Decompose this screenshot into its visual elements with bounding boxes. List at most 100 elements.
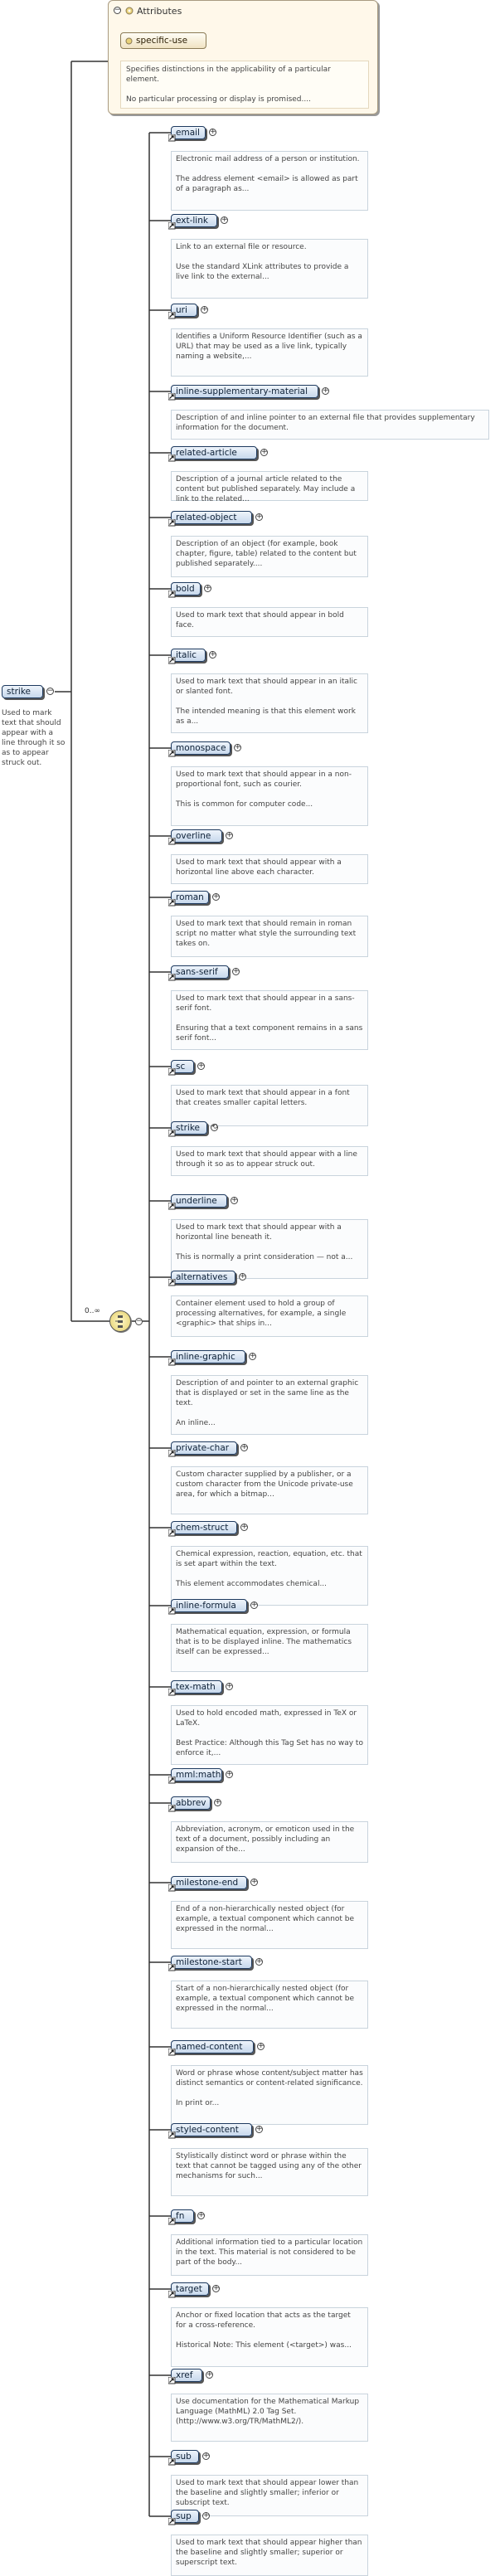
reference-arrow-icon [168, 454, 176, 462]
element-related-object[interactable]: related-object [171, 511, 252, 524]
element-sub[interactable]: sub [171, 2450, 199, 2463]
expand-icon[interactable]: + [255, 1957, 263, 1966]
element-fn[interactable]: fn [171, 2209, 194, 2223]
expand-icon[interactable]: + [240, 1523, 248, 1531]
expand-icon[interactable]: + [250, 1601, 258, 1609]
expand-icon[interactable]: + [322, 386, 329, 395]
element-bold[interactable]: bold [171, 582, 201, 595]
expand-icon[interactable]: + [240, 1443, 248, 1451]
element-email[interactable]: email [171, 126, 206, 139]
element-label: overline [176, 831, 211, 841]
expand-icon[interactable]: + [212, 892, 220, 901]
attribute-doc: Specifies distinctions in the applicabil… [120, 61, 369, 109]
element-sans-serif[interactable]: sans-serif [171, 965, 229, 979]
expand-icon[interactable]: + [226, 1682, 233, 1690]
element-named-content[interactable]: named-content [171, 2040, 254, 2054]
element-target[interactable]: target [171, 2282, 209, 2296]
element-inline-supplementary-material[interactable]: inline-supplementary-material [171, 385, 318, 398]
element-abbrev[interactable]: abbrev [171, 1796, 211, 1810]
element-italic[interactable]: italic [171, 649, 206, 662]
element-label: fn [176, 2211, 185, 2221]
choice-compositor [109, 1310, 131, 1332]
expand-icon[interactable]: + [209, 650, 216, 659]
element-alternatives[interactable]: alternatives [171, 1271, 235, 1284]
element-private-char[interactable]: private-char [171, 1441, 237, 1455]
expand-icon[interactable]: + [209, 128, 216, 136]
element-doc: Container element used to hold a group o… [171, 1295, 368, 1337]
element-strike[interactable]: strike [171, 1121, 207, 1135]
element-label: strike [176, 1123, 200, 1133]
expand-icon[interactable]: + [221, 216, 228, 224]
reference-arrow-icon [168, 657, 176, 664]
expand-icon[interactable]: + [239, 1272, 246, 1281]
expand-icon[interactable]: + [257, 2042, 265, 2050]
element-doc: Use documentation for the Mathematical M… [171, 2394, 368, 2442]
element-related-article[interactable]: related-article [171, 446, 257, 459]
element-doc: Used to mark text that should appear low… [171, 2475, 368, 2516]
element-label: monospace [176, 743, 226, 753]
reference-arrow-icon [168, 134, 176, 142]
attributes-title: Attributes [137, 6, 182, 17]
expand-icon[interactable]: + [260, 448, 268, 456]
element-milestone-end[interactable]: milestone-end [171, 1876, 247, 1889]
expand-icon[interactable]: + [234, 743, 241, 751]
element-styled-content[interactable]: styled-content [171, 2123, 252, 2136]
element-doc: Used to mark text that should appear wit… [171, 854, 368, 884]
element-label: milestone-end [176, 1878, 239, 1888]
reference-arrow-icon [168, 1689, 176, 1696]
recursion-icon[interactable]: ⟲ [211, 1123, 218, 1131]
expand-icon[interactable]: + [255, 513, 263, 521]
element-doc: Additional information tied to a particu… [171, 2234, 368, 2276]
expand-icon[interactable]: + [249, 1352, 256, 1360]
expand-icon[interactable]: + [197, 1062, 205, 1070]
element-milestone-start[interactable]: milestone-start [171, 1956, 252, 1969]
element-label: roman [176, 892, 204, 902]
element-label: milestone-start [176, 1957, 242, 1967]
expand-icon[interactable]: + [201, 305, 208, 313]
element-roman[interactable]: roman [171, 891, 209, 904]
reference-arrow-icon [168, 2518, 176, 2525]
reference-arrow-icon [168, 1964, 176, 1971]
element-label: tex-math [176, 1682, 216, 1692]
element-uri[interactable]: uri [171, 304, 197, 317]
element-tex-math[interactable]: tex-math [171, 1680, 222, 1694]
expand-icon[interactable]: + [206, 2370, 213, 2379]
element-sc[interactable]: sc [171, 1060, 194, 1073]
expand-icon[interactable]: + [232, 967, 240, 975]
element-underline[interactable]: underline [171, 1194, 227, 1208]
collapse-icon[interactable]: − [135, 1317, 143, 1325]
element-xref[interactable]: xref [171, 2369, 202, 2382]
reference-arrow-icon [168, 899, 176, 906]
element-sup[interactable]: sup [171, 2510, 199, 2523]
element-label: inline-graphic [176, 1352, 235, 1362]
element-label: target [176, 2284, 202, 2294]
expand-icon[interactable]: + [197, 2211, 205, 2219]
element-monospace[interactable]: monospace [171, 741, 231, 755]
element-label: abbrev [176, 1798, 206, 1808]
element-doc: Description of an object (for example, b… [171, 536, 368, 577]
expand-icon[interactable]: + [226, 831, 233, 839]
collapse-icon[interactable]: − [46, 687, 54, 695]
element-overline[interactable]: overline [171, 829, 222, 843]
element-label: styled-content [176, 2125, 239, 2135]
element-chem-struct[interactable]: chem-struct [171, 1521, 237, 1534]
attribute-specific-use[interactable]: specific-use [120, 32, 206, 49]
expand-icon[interactable]: + [212, 2284, 220, 2292]
element-mml-math[interactable]: mml:math [171, 1768, 222, 1781]
element-inline-formula[interactable]: inline-formula [171, 1599, 247, 1612]
expand-icon[interactable]: + [255, 2125, 263, 2133]
element-label: sub [176, 2452, 192, 2462]
expand-icon[interactable]: + [250, 1878, 258, 1886]
expand-icon[interactable]: + [202, 2511, 210, 2520]
expand-icon[interactable]: + [204, 584, 211, 592]
root-element-strike[interactable]: strike [2, 685, 43, 698]
collapse-icon[interactable]: − [114, 6, 121, 14]
expand-icon[interactable]: + [231, 1196, 238, 1204]
reference-arrow-icon [168, 750, 176, 757]
expand-icon[interactable]: + [214, 1798, 221, 1806]
element-ext-link[interactable]: ext-link [171, 214, 217, 227]
expand-icon[interactable]: + [202, 2452, 210, 2460]
element-inline-graphic[interactable]: inline-graphic [171, 1350, 245, 1363]
element-doc: Used to mark text that should appear in … [171, 1085, 368, 1126]
expand-icon[interactable]: + [226, 1770, 233, 1778]
